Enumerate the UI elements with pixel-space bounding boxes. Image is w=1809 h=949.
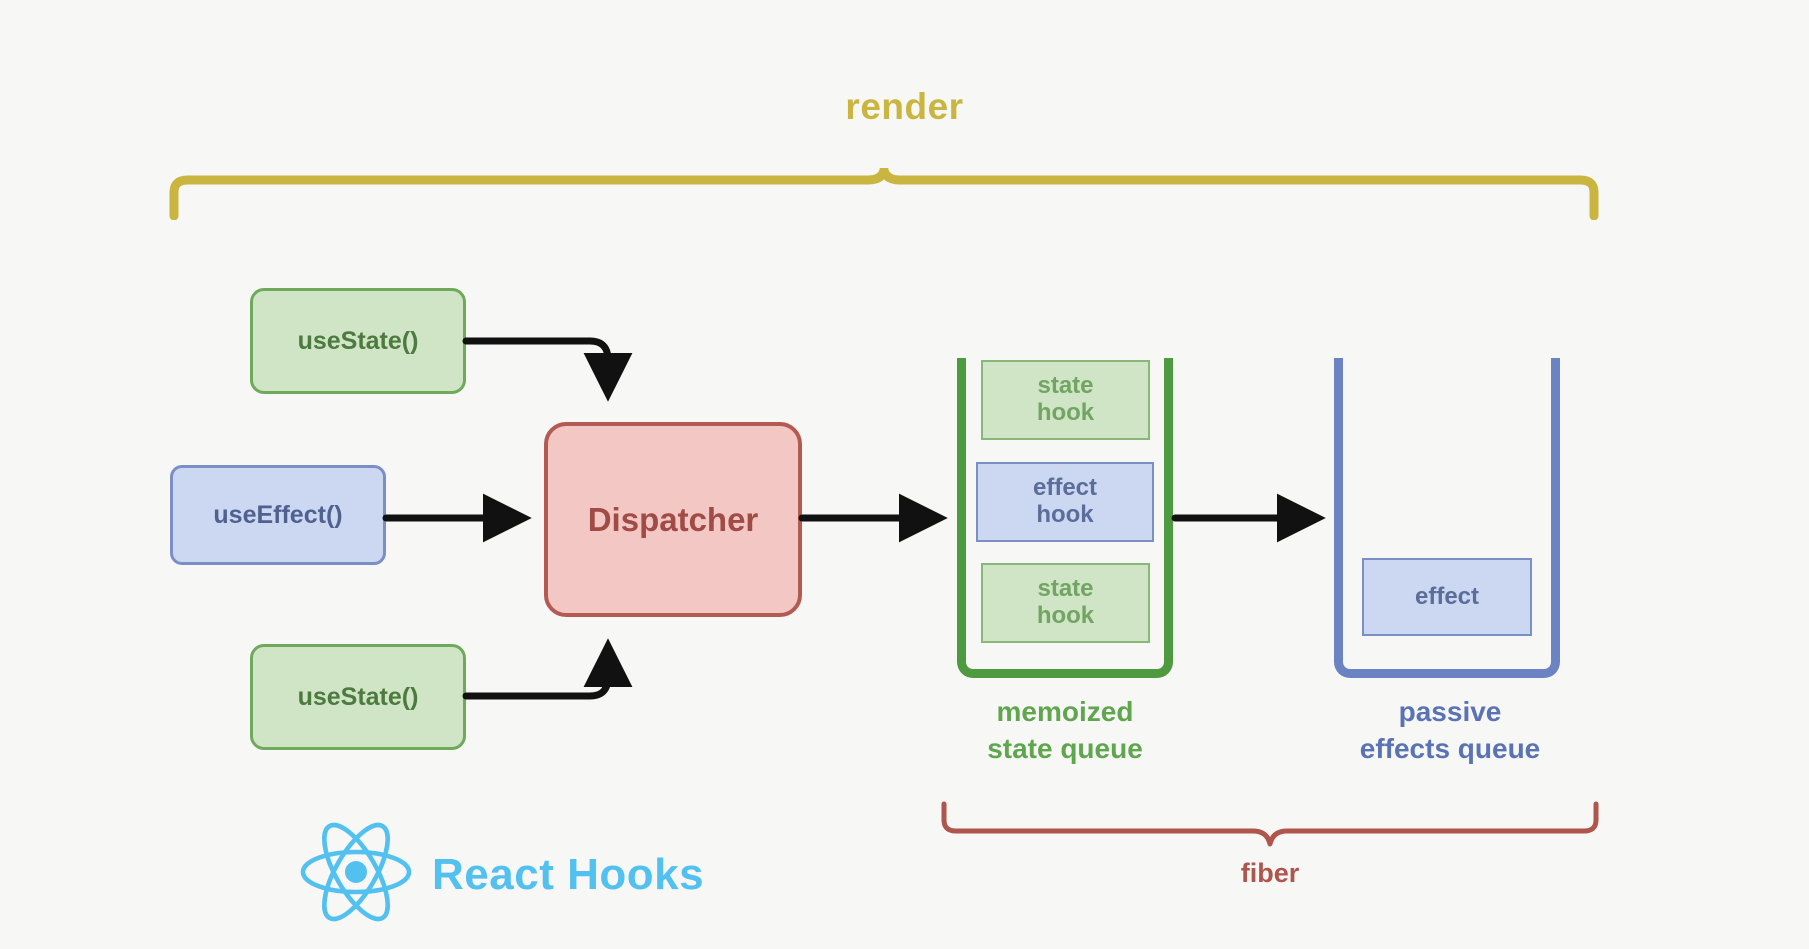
passive-effects-queue-container bbox=[1334, 358, 1560, 678]
arrow-usestate-top-to-dispatcher bbox=[462, 337, 633, 402]
use-state-top-label: useState() bbox=[297, 326, 419, 355]
passive-caption-line1: passive bbox=[1398, 696, 1502, 727]
dispatcher-label: Dispatcher bbox=[587, 500, 759, 538]
memoized-caption-line1: memoized bbox=[996, 696, 1134, 727]
render-brace-svg bbox=[169, 165, 1599, 221]
fiber-brace-svg bbox=[941, 801, 1599, 847]
memoized-state-queue-container bbox=[957, 358, 1173, 678]
arrow-usestate-bottom-to-dispatcher bbox=[462, 638, 633, 700]
memoized-caption-line2: state queue bbox=[987, 732, 1143, 764]
cell-line1: state bbox=[1037, 372, 1094, 400]
cell-line1: state bbox=[1037, 575, 1094, 603]
cell-line1: effect bbox=[1414, 582, 1480, 610]
react-hooks-brand: React Hooks bbox=[298, 820, 704, 929]
use-state-bottom-label: useState() bbox=[297, 682, 419, 711]
use-state-top-box[interactable]: useState() bbox=[250, 288, 466, 394]
memoized-queue-cell-state-hook-1[interactable]: state hook bbox=[981, 360, 1150, 440]
passive-queue-cell-effect[interactable]: effect bbox=[1362, 558, 1532, 636]
use-effect-label: useEffect() bbox=[213, 500, 343, 529]
fiber-scope-label: fiber bbox=[1240, 858, 1300, 888]
memoized-state-queue-caption: memoized state queue bbox=[905, 694, 1225, 768]
cell-line2: hook bbox=[1036, 602, 1095, 629]
use-state-bottom-box[interactable]: useState() bbox=[250, 644, 466, 750]
memoized-queue-cell-state-hook-2[interactable]: state hook bbox=[981, 563, 1150, 643]
react-hooks-brand-text: React Hooks bbox=[432, 849, 705, 899]
fiber-scope-brace bbox=[940, 800, 1600, 848]
dispatcher-box[interactable]: Dispatcher bbox=[544, 422, 802, 617]
passive-effects-queue-caption: passive effects queue bbox=[1290, 694, 1610, 768]
react-atom-icon-svg bbox=[300, 822, 412, 922]
passive-caption-line2: effects queue bbox=[1359, 732, 1541, 764]
render-scope-label: render bbox=[845, 86, 964, 127]
memoized-queue-cell-effect-hook[interactable]: effect hook bbox=[976, 462, 1154, 542]
react-atom-icon bbox=[298, 820, 414, 929]
render-scope-brace bbox=[168, 165, 1600, 221]
cell-line2: hook bbox=[1036, 501, 1094, 528]
cell-line2: hook bbox=[1036, 399, 1095, 426]
cell-line1: effect bbox=[1032, 474, 1098, 502]
use-effect-box[interactable]: useEffect() bbox=[170, 465, 386, 565]
